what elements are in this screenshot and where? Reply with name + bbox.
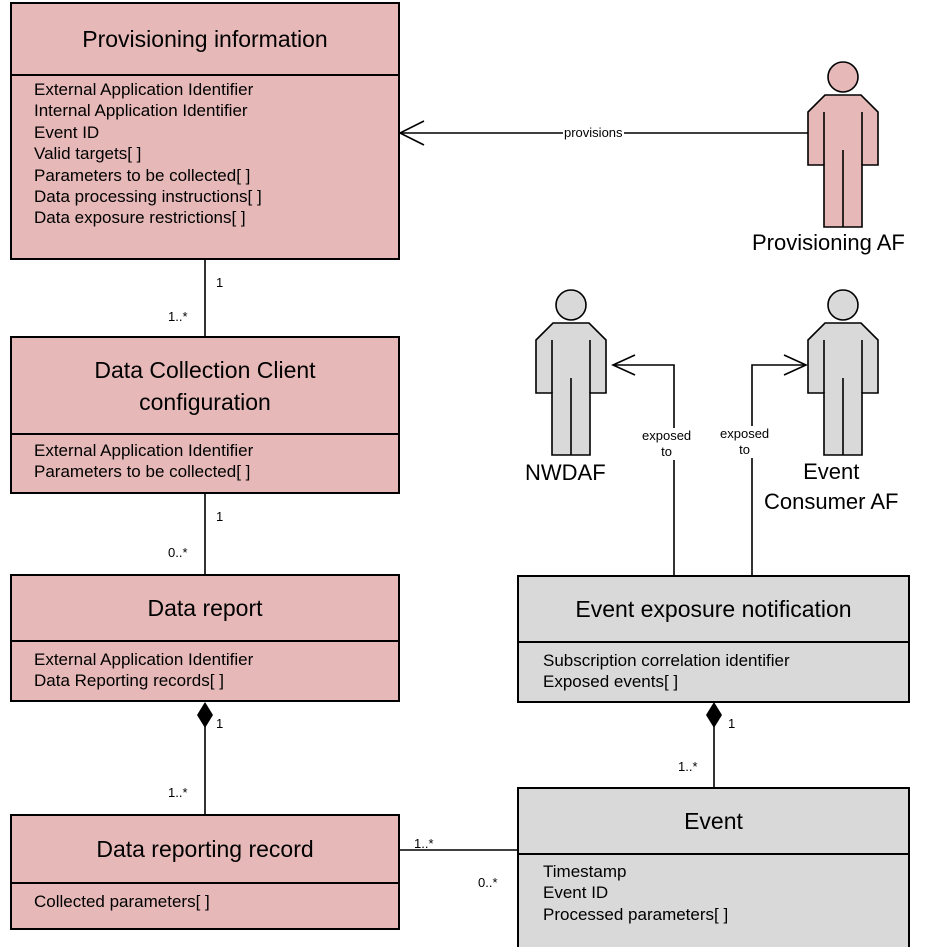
multiplicity: 1..* xyxy=(678,759,698,774)
actor-event-consumer-af xyxy=(807,289,879,456)
class-title-text: Data report xyxy=(147,595,263,621)
attribute: Parameters to be collected[ ] xyxy=(34,165,251,185)
actor-nwdaf xyxy=(535,289,607,456)
exposed-label-line2: to xyxy=(739,442,750,457)
class-event: Event Timestamp Event ID Processed param… xyxy=(517,787,910,947)
attribute: Timestamp xyxy=(543,862,627,881)
class-attributes: External Application Identifier Paramete… xyxy=(34,440,394,483)
class-title-line1: Data Collection Client xyxy=(94,356,316,383)
composition-diamond-report xyxy=(197,702,213,728)
class-title: Data reporting record xyxy=(12,816,398,884)
class-provisioning-information: Provisioning information External Applic… xyxy=(10,2,400,260)
multiplicity: 1 xyxy=(216,716,224,731)
attribute: Subscription correlation identifier xyxy=(543,651,790,670)
exposed-label-line1: exposed xyxy=(642,428,692,443)
multiplicity: 1..* xyxy=(168,309,188,324)
class-title: Data report xyxy=(12,576,398,642)
exposed-label-line1: exposed xyxy=(720,426,770,441)
class-attributes: Collected parameters[ ] xyxy=(34,891,394,912)
class-event-exposure-notification: Event exposure notification Subscription… xyxy=(517,575,910,703)
multiplicity: 1..* xyxy=(414,836,434,851)
attribute: External Application Identifier xyxy=(34,441,254,460)
exposed-to-nwdaf-label: exposed to xyxy=(641,428,693,460)
attribute: Data exposure restrictions[ ] xyxy=(34,208,246,228)
multiplicity: 0..* xyxy=(478,875,498,890)
provisions-arrowhead xyxy=(398,120,425,146)
multiplicity: 1..* xyxy=(168,785,188,800)
multiplicity: 1 xyxy=(728,716,736,731)
provisions-label: provisions xyxy=(563,125,624,141)
class-data-report: Data report External Application Identif… xyxy=(10,574,400,702)
actor-label-provisioning-af: Provisioning AF xyxy=(752,230,905,255)
actor-label-line2: Consumer AF xyxy=(764,489,899,514)
exposed-label-line2: to xyxy=(661,444,672,459)
attribute: Processed parameters[ ] xyxy=(543,904,729,924)
attribute: Event ID xyxy=(543,883,609,903)
multiplicity: 1 xyxy=(216,275,224,290)
class-title: Event exposure notification xyxy=(519,577,908,643)
exposed-consumer-arrowhead xyxy=(783,354,808,376)
multiplicity: 1 xyxy=(216,509,224,524)
class-title-text: Data reporting record xyxy=(96,836,314,862)
attribute: External Application Identifier xyxy=(34,650,254,669)
actor-label-nwdaf: NWDAF xyxy=(525,460,606,485)
actor-label-event-consumer-af: Event Consumer AF xyxy=(764,457,899,517)
multiplicity: 0..* xyxy=(168,545,188,560)
class-attributes: Subscription correlation identifier Expo… xyxy=(543,650,904,693)
attribute: Exposed events[ ] xyxy=(543,672,679,692)
class-title: Data Collection Client configuration xyxy=(12,338,398,435)
attribute: Event ID xyxy=(34,122,100,142)
attribute: Internal Application Identifier xyxy=(34,101,248,121)
attribute: Collected parameters[ ] xyxy=(34,892,210,911)
exposed-nwdaf-line xyxy=(613,364,675,575)
class-title-line2: configuration xyxy=(139,388,271,415)
exposed-consumer-line xyxy=(751,364,806,575)
class-attributes: Timestamp Event ID Processed parameters[… xyxy=(543,861,904,925)
class-title-text: Provisioning information xyxy=(82,26,328,52)
class-title: Event xyxy=(519,789,908,855)
actor-label-line1: Event xyxy=(803,459,860,484)
actor-provisioning-af xyxy=(807,61,879,228)
attribute: External Application Identifier xyxy=(34,80,254,99)
class-attributes: External Application Identifier Data Rep… xyxy=(34,649,394,692)
attribute: Data Reporting records[ ] xyxy=(34,671,224,691)
attribute: Data processing instructions[ ] xyxy=(34,187,262,207)
composition-diamond-exposure xyxy=(706,702,722,728)
exposed-nwdaf-arrowhead xyxy=(611,354,636,376)
class-dcc-configuration: Data Collection Client configuration Ext… xyxy=(10,336,400,494)
class-title-text: Event xyxy=(684,808,743,834)
class-title-text: Event exposure notification xyxy=(575,596,852,622)
exposed-to-consumer-label: exposed to xyxy=(719,426,771,458)
class-attributes: External Application Identifier Internal… xyxy=(34,79,394,229)
attribute: Parameters to be collected[ ] xyxy=(34,462,251,482)
class-data-reporting-record: Data reporting record Collected paramete… xyxy=(10,814,400,930)
class-title: Provisioning information xyxy=(12,4,398,76)
attribute: Valid targets[ ] xyxy=(34,144,142,164)
